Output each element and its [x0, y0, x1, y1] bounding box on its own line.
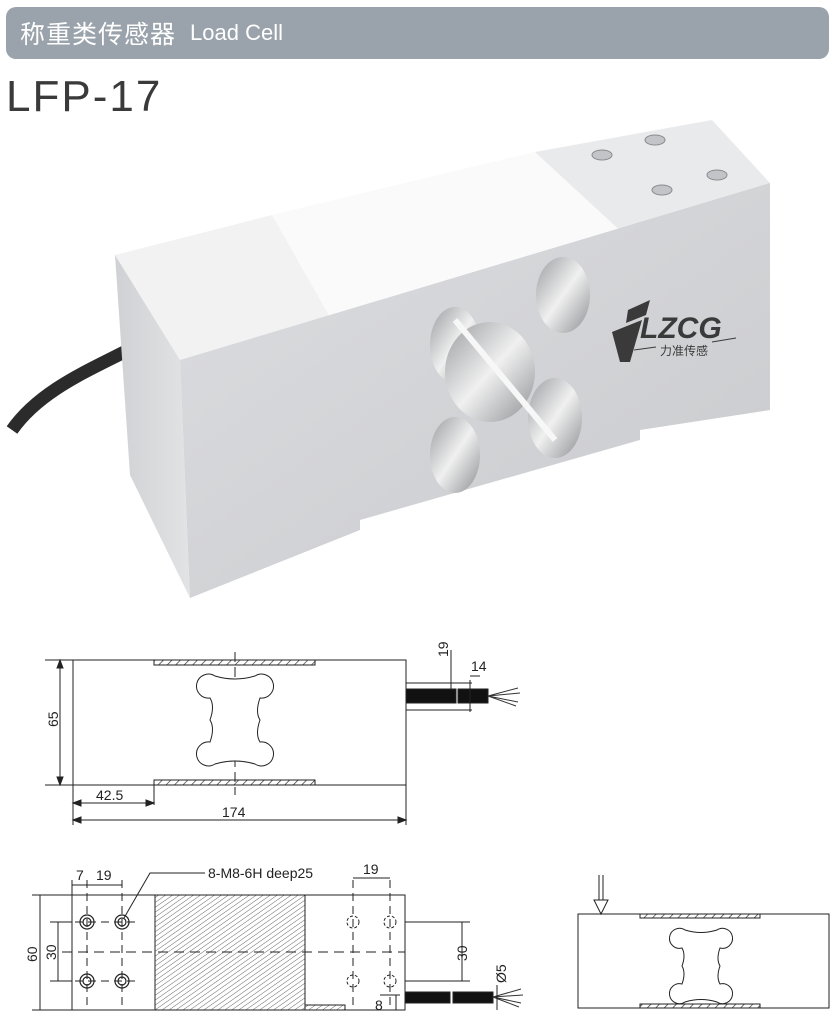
svg-text:19: 19: [96, 867, 112, 883]
mounting-holes-top: [591, 134, 728, 196]
svg-text:14: 14: [471, 658, 487, 674]
drawing-side-view: [45, 650, 521, 825]
svg-text:42.5: 42.5: [96, 787, 123, 803]
svg-text:19: 19: [435, 641, 451, 657]
svg-text:力准传感: 力准传感: [660, 343, 708, 358]
svg-text:LZCG: LZCG: [640, 312, 722, 345]
brand-logo: LZCG 力准传感: [612, 300, 737, 362]
load-arrow-icon: [593, 875, 609, 916]
drawing-top-view: [32, 872, 524, 1011]
svg-text:60: 60: [24, 946, 40, 962]
svg-text:7: 7: [76, 867, 84, 883]
svg-text:30: 30: [454, 945, 470, 961]
category-title-cn: 称重类传感器: [20, 20, 177, 49]
svg-text:19: 19: [363, 861, 379, 877]
cable: [6, 344, 132, 434]
svg-text:65: 65: [45, 711, 61, 727]
flexure-cutout: [430, 257, 590, 493]
svg-text:8-M8-6H deep25: 8-M8-6H deep25: [208, 865, 313, 881]
svg-text:30: 30: [43, 944, 59, 960]
category-title-en: Load Cell: [190, 20, 283, 45]
drawing-load-direction: [577, 875, 830, 1009]
svg-text:8: 8: [375, 997, 383, 1013]
category-header: 称重类传感器 Load Cell: [6, 7, 829, 59]
svg-text:Ø5: Ø5: [493, 964, 509, 983]
product-model: LFP-17: [6, 72, 163, 121]
svg-text:174: 174: [222, 804, 246, 820]
